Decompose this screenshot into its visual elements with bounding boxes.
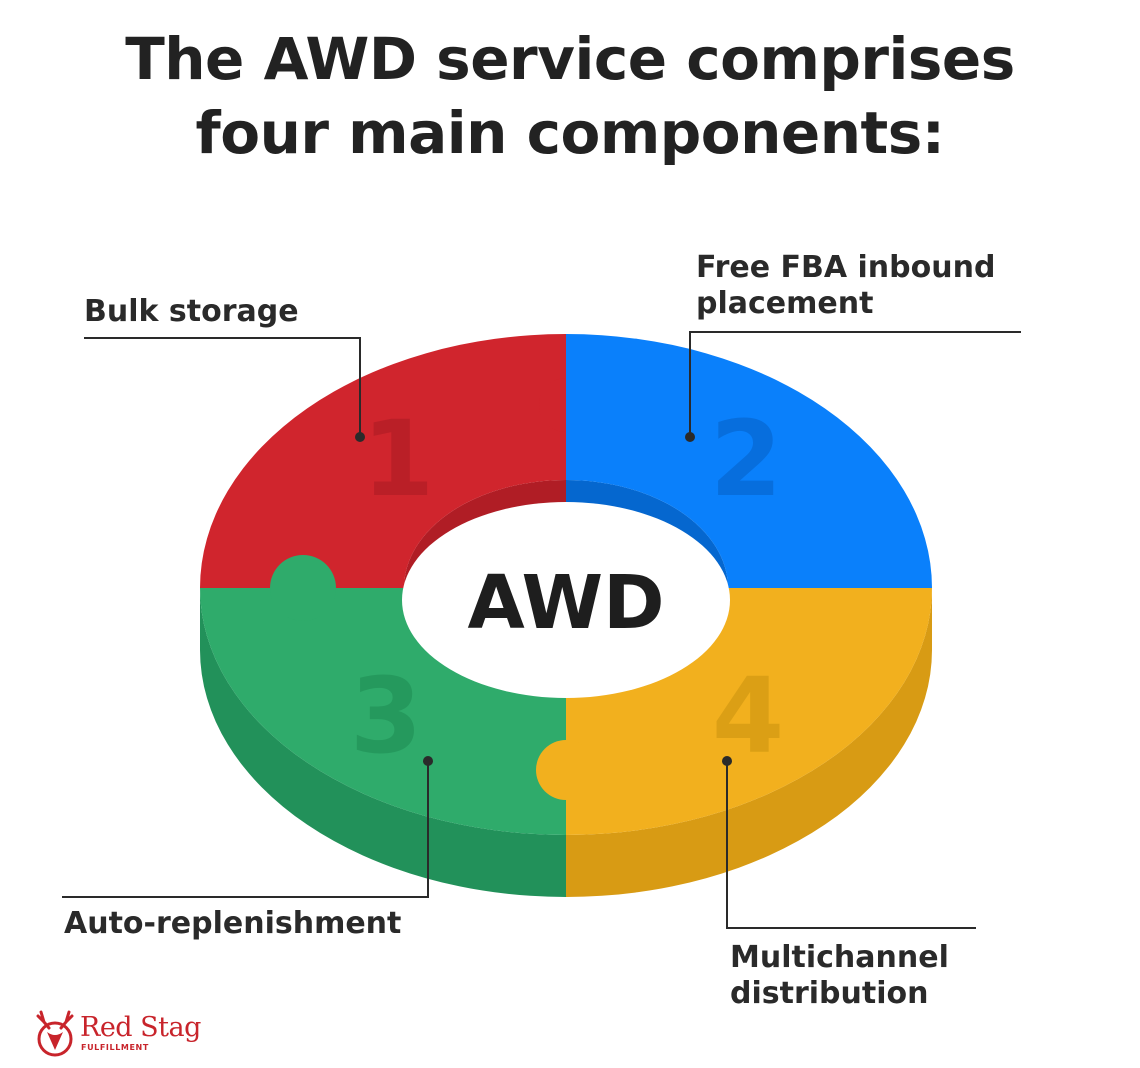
label-4-line-2: distribution (730, 976, 929, 1011)
puzzle-tab-3 (270, 555, 336, 621)
leader-dot-4 (722, 756, 732, 766)
leader-dot-1 (355, 432, 365, 442)
label-2-line-2: placement (696, 286, 874, 321)
page-title: The AWD service comprises four main comp… (0, 22, 1140, 170)
leader-line-2 (689, 331, 1021, 437)
red-stag-logo: Red Stag FULFILLMENT (32, 1008, 202, 1060)
logo-brand-text: Red Stag (80, 1012, 201, 1043)
leader-line-1 (84, 337, 361, 437)
segment-number-1: 1 (362, 398, 434, 520)
title-line-2: four main components: (195, 99, 946, 167)
segment-number-3: 3 (350, 655, 422, 777)
puzzle-tab-4 (536, 740, 596, 800)
side-wall-3 (200, 588, 566, 897)
segment-number-2: 2 (710, 398, 782, 520)
label-free-fba-inbound-placement: Free FBA inbound placement (696, 250, 995, 322)
leader-dot-3 (423, 756, 433, 766)
segment-4 (536, 588, 932, 835)
segment-number-4: 4 (712, 655, 784, 777)
leader-dot-2 (685, 432, 695, 442)
leader-lines (62, 331, 1021, 929)
stag-head-icon (36, 1010, 74, 1057)
segment-3 (200, 555, 566, 835)
leader-dots (355, 432, 732, 766)
label-bulk-storage: Bulk storage (84, 294, 299, 329)
center-label: AWD (468, 560, 665, 646)
title-line-1: The AWD service comprises (125, 25, 1015, 93)
side-wall-4 (566, 588, 932, 897)
label-auto-replenishment: Auto-replenishment (64, 906, 402, 941)
label-2-line-1: Free FBA inbound (696, 250, 996, 285)
logo-sub-text: FULFILLMENT (81, 1043, 149, 1052)
label-4-line-1: Multichannel (730, 940, 949, 975)
leader-line-4 (726, 761, 976, 929)
center-hole (402, 502, 730, 698)
leader-line-3 (62, 761, 429, 898)
label-multichannel-distribution: Multichannel distribution (730, 940, 949, 1012)
